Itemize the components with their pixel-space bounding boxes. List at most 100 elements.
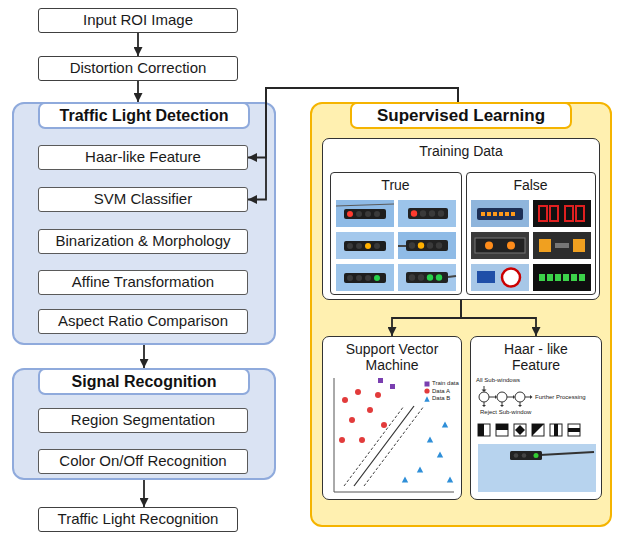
traffic-light-photo-part — [356, 275, 362, 281]
cascade-diagram-part — [501, 402, 502, 405]
legend-row: Data B — [424, 395, 459, 403]
cascade-diagram-part — [483, 386, 484, 390]
non-light-photo-part — [533, 200, 591, 227]
svm-plot-part — [333, 378, 334, 492]
traffic-light-photo-part — [398, 200, 456, 227]
non-light-photo-part — [477, 208, 523, 220]
traffic-light-photo-part — [344, 273, 386, 283]
data-a-points-part — [349, 417, 355, 423]
non-light-photo-part — [507, 241, 515, 249]
traffic-light-photo-part — [426, 242, 432, 248]
traffic-light-photo-part — [336, 200, 394, 227]
learning-panel: Supervised LearningTraining Data — [310, 102, 612, 527]
non-light-photo-part — [563, 274, 569, 281]
cascade-arrowheads-part — [518, 405, 522, 407]
train-points — [378, 378, 395, 389]
traffic-light-photo-part — [435, 242, 441, 248]
process-box: Distortion Correction — [38, 56, 238, 81]
data-card: Training Data — [322, 138, 600, 300]
data-a-points-part — [339, 437, 345, 443]
traffic-light-photo-part — [336, 204, 394, 206]
legend-sample-part — [425, 381, 430, 386]
traffic-light-photo-part — [398, 264, 456, 291]
traffic-light-photo — [336, 200, 394, 227]
traffic-light-photo-part — [374, 211, 380, 217]
flow-arrow — [137, 33, 139, 56]
non-light-photo-part — [471, 264, 529, 291]
non-light-photo-part — [576, 206, 584, 221]
traffic-light-photo-part — [478, 444, 596, 492]
haar-feature-icons — [478, 424, 580, 436]
data-a-points — [339, 389, 387, 443]
traffic-light-photo-part — [408, 208, 448, 219]
non-light-photo-part — [533, 232, 591, 259]
svm-plot-part — [364, 406, 424, 486]
traffic-light-photo-part — [374, 243, 380, 249]
cascade-arrowheads — [481, 389, 532, 407]
illustration-label-box: Reject Sub-window — [480, 409, 531, 416]
non-light-photo-part — [573, 239, 585, 252]
illustration-label-box: All Sub-windows — [476, 377, 520, 384]
traffic-light-photo-part — [344, 209, 386, 219]
non-light-photo — [471, 200, 529, 227]
traffic-light-photo-part — [426, 274, 432, 280]
step-box: Aspect Ratio Comparison — [38, 309, 248, 334]
panel-tab: Supervised Learning — [350, 102, 572, 129]
traffic-light-photo — [336, 232, 394, 259]
illustration-label: All Sub-windows — [476, 377, 520, 384]
legend-sample — [424, 381, 430, 387]
svm-plot-part — [344, 406, 404, 486]
data-a-points-part — [375, 392, 381, 398]
illustration-label: Further Processing — [535, 394, 586, 401]
haar-feature-icons-part — [478, 424, 484, 436]
cascade-arrowheads-part — [513, 395, 515, 399]
non-light-photo-part — [550, 206, 558, 221]
box-label: Haar-like Feature — [85, 149, 201, 166]
traffic-light-photo-part — [347, 211, 353, 217]
traffic-light-photo-part — [398, 232, 456, 259]
traffic-light-photo-part — [347, 243, 353, 249]
box-label: Affine Transformation — [72, 274, 214, 291]
panel-heading: Supervised Learning — [377, 106, 545, 126]
train-points-part — [378, 378, 383, 383]
traffic-light-photo-part — [510, 451, 542, 460]
data-b-points-part — [416, 466, 422, 472]
traffic-light-photo-part — [365, 275, 371, 281]
cascade-diagram-part — [515, 392, 525, 402]
step-box: Color On/Off Recognition — [38, 449, 248, 474]
cascade-arrowheads-part — [530, 395, 533, 399]
process-box: Input ROI Image — [38, 8, 238, 33]
traffic-light-photo-part — [347, 275, 353, 281]
traffic-light-photo-part — [417, 274, 423, 280]
traffic-light-photo-part — [365, 211, 371, 217]
haar-feature-icons-part — [496, 424, 508, 430]
legend-text: Data B — [432, 395, 450, 402]
cascade-diagram-part — [489, 396, 495, 397]
step-box: Haar-like Feature — [38, 145, 248, 170]
non-light-photo-part — [571, 274, 577, 281]
data-a-points-part — [355, 389, 361, 395]
step-box: Region Segmentation — [38, 408, 248, 433]
non-light-photo-part — [505, 212, 509, 216]
non-light-photo-part — [539, 206, 547, 221]
cascade-diagram-part — [525, 396, 530, 397]
legend-sample-part — [424, 389, 429, 394]
flow-arrow — [461, 300, 536, 336]
cascade-diagram — [479, 386, 530, 405]
non-light-photo-part — [565, 206, 573, 221]
traffic-light-photo-part — [406, 272, 448, 283]
non-light-photo-part — [471, 200, 529, 227]
legend-row: Train data — [424, 380, 459, 388]
step-box: Affine Transformation — [38, 270, 248, 295]
haar-feature-icons-part — [496, 424, 508, 436]
non-light-photo-part — [539, 274, 545, 281]
box-title: Training Data — [419, 143, 503, 159]
non-light-photo-part — [471, 232, 529, 259]
svm-plot-part — [334, 491, 454, 492]
traffic-light-photo-part — [365, 243, 371, 249]
non-light-photo-part — [511, 212, 515, 216]
box-title: Haar - like Feature — [480, 341, 592, 373]
legend-text: Data A — [432, 388, 450, 395]
traffic-light-photo-part — [398, 245, 406, 247]
traffic-light-photo-part — [437, 210, 443, 216]
